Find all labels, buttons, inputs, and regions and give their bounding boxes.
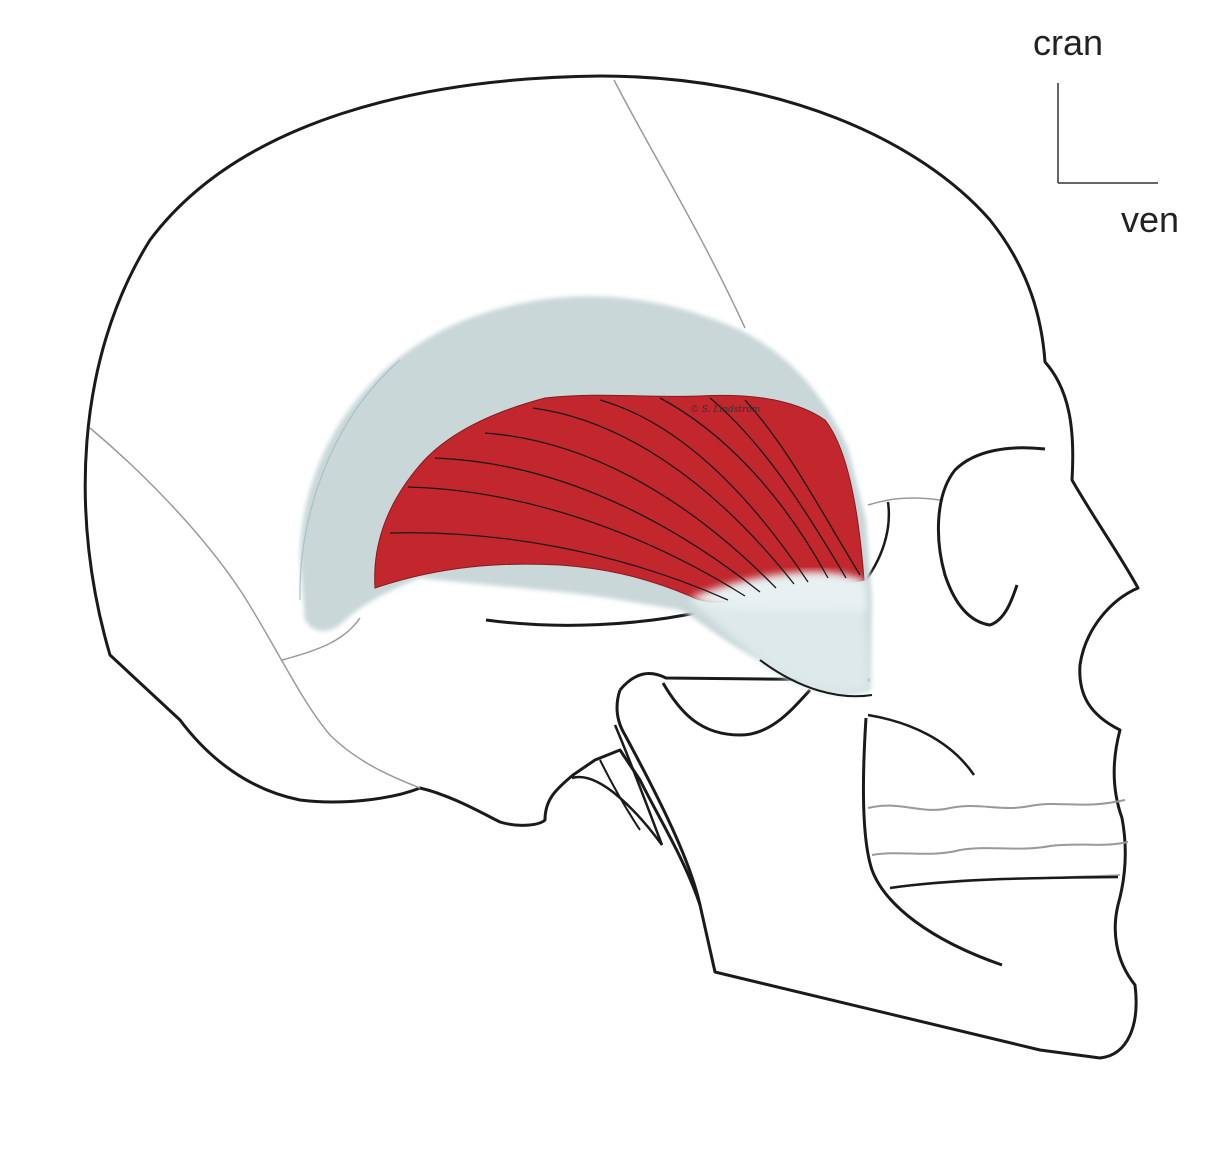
styloid-inner <box>599 759 641 831</box>
fiber-6 <box>599 399 809 583</box>
muscle-tendon-fade <box>690 571 866 612</box>
lambdoid-suture <box>89 427 421 789</box>
mandible-ramus-front <box>862 717 1003 967</box>
cranial-label: cran <box>1033 22 1103 63</box>
upper-teeth-line <box>867 799 1126 811</box>
fascia-lower-pale <box>690 585 870 694</box>
temporalis-muscle <box>374 394 865 603</box>
fascia-edge <box>299 359 401 601</box>
ramus-posterior <box>615 689 702 906</box>
fiber-1 <box>389 532 729 601</box>
fiber-7 <box>659 397 829 579</box>
orientation-indicator: cran ven <box>1033 22 1179 240</box>
coronoid-outline <box>661 682 812 737</box>
mandible-body-line <box>889 875 1119 890</box>
frontozygomatic-suture <box>867 497 941 506</box>
orbit <box>937 446 1046 627</box>
fiber-9 <box>744 399 861 576</box>
fiber-5 <box>532 407 795 585</box>
fiber-3 <box>434 457 761 593</box>
fiber-4 <box>484 432 777 589</box>
lower-teeth-line <box>871 841 1129 856</box>
squamous-suture <box>281 617 361 661</box>
muscle-fibers <box>389 397 861 601</box>
fascia-lower-edge <box>759 659 873 698</box>
mandibular-notch <box>618 672 871 691</box>
ventral-label: ven <box>1121 199 1179 240</box>
styloid-process <box>571 724 664 846</box>
fiber-2 <box>407 486 746 597</box>
fiber-8 <box>709 397 847 579</box>
maxilla-line <box>867 713 976 776</box>
artist-signature: © S. Lindstrom <box>690 405 760 415</box>
coronal-suture <box>613 79 746 329</box>
